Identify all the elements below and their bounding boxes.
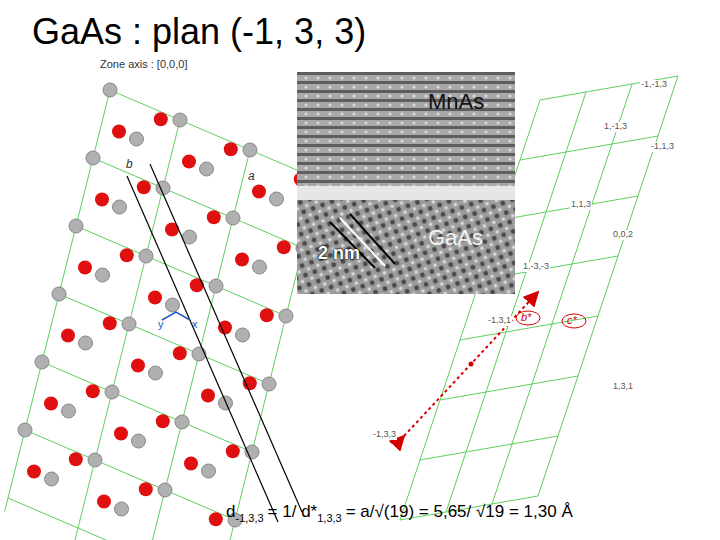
annotation-label: c* [567,314,577,326]
annotation-label: y [158,318,164,330]
annotation-label: GaAs [428,226,483,250]
miller-index: 0,0,2 [612,230,634,240]
miller-index: -1,3,1 [487,316,512,326]
miller-index: -1,1,3 [650,142,675,152]
slide-title: GaAs : plan (-1, 3, 3) [32,12,366,52]
formula-text: d [226,502,235,521]
annotation-label: x [192,318,198,330]
miller-index: 1,1,3 [570,200,592,210]
annotation-label: Zone axis : [0,0,0] [100,58,187,70]
formula-text: = 1/ d* [268,502,318,521]
miller-index: 1,3,1 [612,382,634,392]
formula: d-1,3,3 = 1/ d*1,3,3 = a/√(19) = 5,65/ √19… [226,502,573,522]
formula-text: = a/√(19) = 5,65/ √19 = 1,30 Å [346,502,573,521]
crystal-lattice [5,83,327,540]
annotation-label: b [126,158,133,171]
formula-subscript: -1,3,3 [235,512,263,524]
formula-subscript: 1,3,3 [317,512,341,524]
annotation-label: MnAs [428,90,484,114]
miller-index: 1,-1,3 [603,122,628,132]
annotation-label: b* [521,311,531,323]
miller-index: 1,-3,-3 [522,262,550,272]
miller-index: -1,-1,3 [640,80,668,90]
miller-index: -1,3,3 [372,430,397,440]
annotation-label: 2 nm [318,244,360,264]
annotation-label: a [248,170,255,183]
